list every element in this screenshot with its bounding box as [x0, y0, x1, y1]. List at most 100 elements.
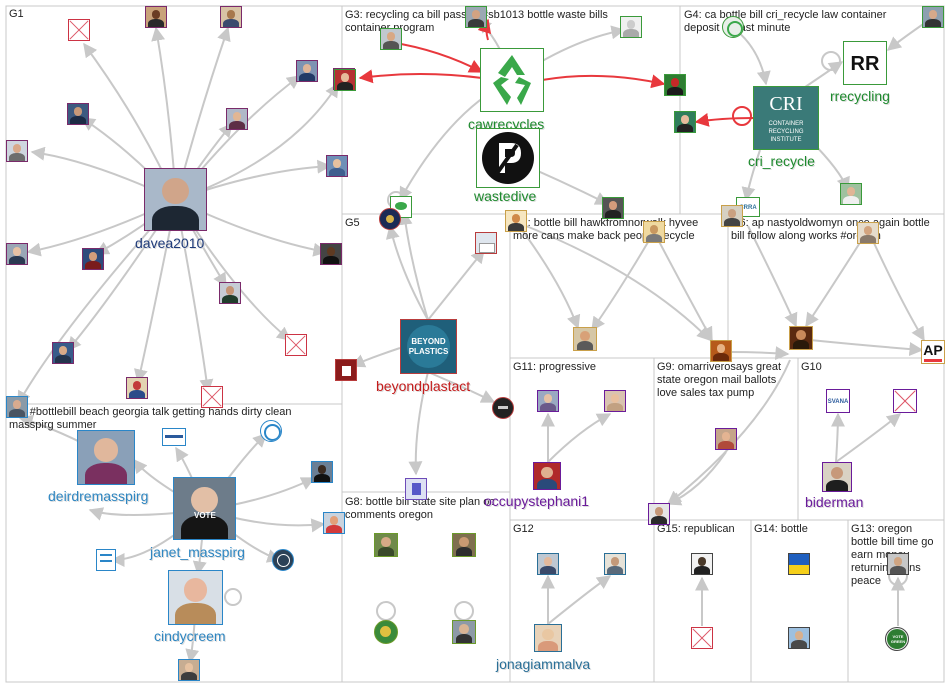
node-label-janet-masspirg: janet_masspirg — [150, 544, 245, 560]
group-label-g11: G11: progressive — [513, 361, 596, 373]
missing-avatar-node[interactable] — [285, 334, 307, 356]
beyond-logo-line2: PLASTICS — [408, 347, 449, 356]
avatar[interactable] — [335, 359, 357, 381]
edges-g7-g6 — [515, 221, 925, 361]
group-label-g8: G8: bottle bill state site plan oc comme… — [345, 496, 495, 521]
avatar[interactable] — [320, 243, 342, 265]
avatar[interactable] — [6, 396, 28, 418]
avatar-cindycreem[interactable] — [168, 570, 223, 625]
avatar[interactable] — [260, 420, 282, 442]
group-label-g13: G13: oregon bottle bill time go earn mon… — [851, 523, 934, 587]
avatar-janet-masspirg[interactable]: VOTE — [173, 477, 236, 540]
avatar[interactable] — [178, 659, 200, 681]
avatar[interactable] — [492, 397, 514, 419]
logo-cawrecycles[interactable] — [480, 48, 544, 112]
avatar-biderman[interactable] — [822, 462, 852, 492]
logo-cri-recycle[interactable]: CRI CONTAINER RECYCLING INSTITUTE — [753, 86, 819, 150]
mask-label: VOTE — [194, 511, 216, 520]
avatar[interactable] — [840, 183, 862, 205]
edges-g2 — [18, 414, 326, 664]
avatar[interactable] — [323, 512, 345, 534]
flag-avatar[interactable] — [788, 553, 810, 575]
missing-avatar-node[interactable] — [201, 386, 223, 408]
avatar[interactable] — [6, 243, 28, 265]
avatar[interactable] — [326, 155, 348, 177]
avatar[interactable] — [721, 205, 743, 227]
avatar[interactable] — [220, 6, 242, 28]
avatar[interactable] — [710, 340, 732, 362]
avatar[interactable] — [475, 232, 497, 254]
avatar[interactable] — [380, 28, 402, 50]
avatar[interactable] — [604, 390, 626, 412]
avatar-deirdremasspirg[interactable] — [77, 430, 135, 485]
avatar[interactable] — [722, 16, 744, 38]
missing-avatar-node[interactable] — [691, 627, 713, 649]
avatar-vote-green[interactable]: VOTE GREEN — [885, 627, 909, 651]
logo-wastedive[interactable] — [476, 128, 540, 188]
edge — [747, 225, 798, 328]
avatar[interactable] — [296, 60, 318, 82]
edges-g5 — [350, 210, 496, 476]
vote-green-text: VOTE GREEN — [890, 634, 906, 644]
avatar[interactable] — [691, 553, 713, 575]
avatar-occupystephani1[interactable] — [533, 462, 561, 490]
edge — [653, 231, 713, 342]
logo-ap[interactable]: AP — [921, 340, 945, 364]
avatar[interactable] — [664, 74, 686, 96]
avatar[interactable] — [715, 428, 737, 450]
avatar[interactable] — [272, 549, 294, 571]
avatar-jonagiammalva[interactable] — [534, 624, 562, 652]
avatar[interactable] — [452, 620, 476, 644]
avatar[interactable] — [6, 140, 28, 162]
avatar[interactable] — [452, 533, 476, 557]
avatar[interactable] — [620, 16, 642, 38]
avatar[interactable] — [788, 627, 810, 649]
cri-logo-subtext: CONTAINER RECYCLING INSTITUTE — [768, 121, 804, 143]
avatar[interactable] — [648, 503, 670, 525]
missing-avatar-node[interactable] — [893, 389, 917, 413]
avatar[interactable] — [465, 6, 487, 28]
edge — [547, 413, 612, 463]
logo-rrecycling[interactable]: RR — [843, 41, 887, 85]
edge — [385, 224, 429, 321]
avatar[interactable] — [537, 390, 559, 412]
avatar[interactable] — [82, 248, 104, 270]
avatar[interactable] — [374, 533, 398, 557]
avatar-davea2010[interactable] — [144, 168, 207, 231]
avatar[interactable] — [789, 326, 813, 350]
avatar[interactable] — [857, 222, 879, 244]
avatar[interactable] — [145, 6, 167, 28]
logo-node[interactable] — [96, 549, 116, 571]
edge — [809, 339, 924, 357]
edge — [729, 346, 790, 361]
avatar[interactable] — [379, 208, 401, 230]
node-label-jonagiammalva: jonagiammalva — [496, 656, 591, 672]
avatar[interactable] — [405, 478, 427, 500]
edge — [477, 18, 492, 41]
avatar[interactable] — [674, 111, 696, 133]
avatar[interactable] — [604, 553, 626, 575]
group-box-g13 — [847, 519, 945, 683]
avatar[interactable] — [643, 221, 665, 243]
logo-svana[interactable]: SVANA — [826, 389, 850, 413]
wastedive-logo-icon — [482, 132, 534, 184]
avatar[interactable] — [573, 327, 597, 351]
logo-beyondplastact[interactable]: BEYOND PLASTICS — [400, 319, 457, 374]
avatar[interactable] — [311, 461, 333, 483]
avatar[interactable] — [374, 620, 398, 644]
edge — [515, 221, 581, 330]
avatar[interactable] — [537, 553, 559, 575]
avatar[interactable] — [922, 6, 944, 28]
avatar[interactable] — [67, 103, 89, 125]
avatar[interactable] — [126, 377, 148, 399]
avatar[interactable] — [334, 69, 356, 91]
missing-avatar-node[interactable] — [68, 19, 90, 41]
avatar[interactable] — [52, 342, 74, 364]
avatar[interactable] — [602, 197, 624, 219]
avatar[interactable] — [226, 108, 248, 130]
avatar[interactable] — [505, 210, 527, 232]
avatar[interactable] — [887, 553, 909, 575]
logo-node[interactable] — [162, 428, 186, 446]
avatar[interactable] — [219, 282, 241, 304]
